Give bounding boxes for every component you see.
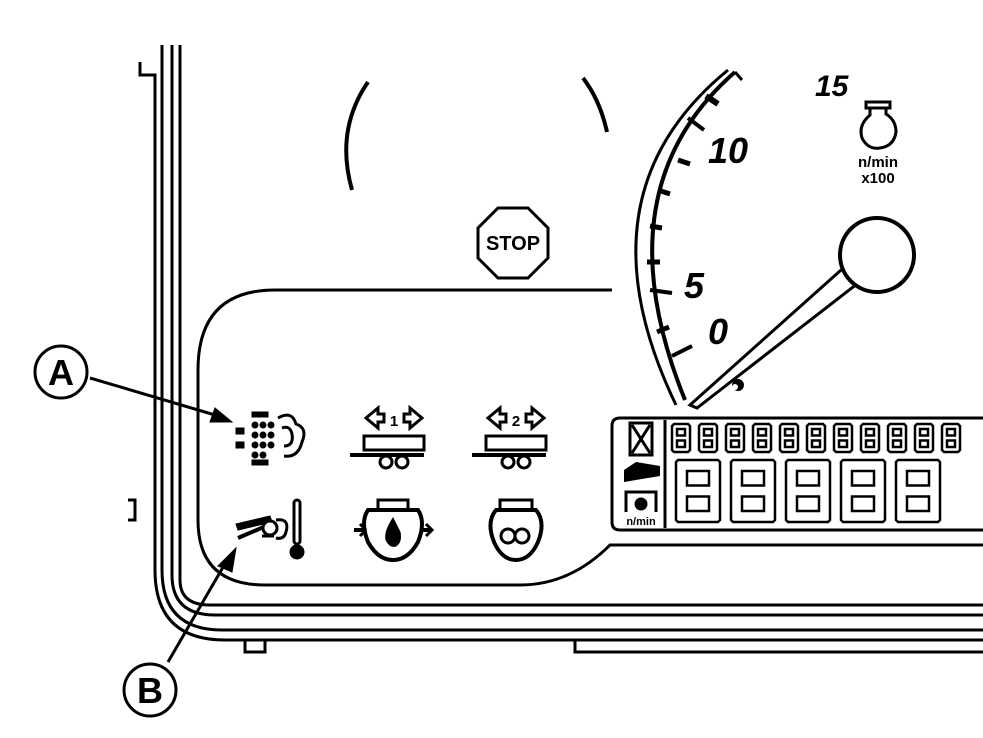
lcd-small-digit bbox=[805, 422, 827, 454]
lcd-small-digit bbox=[832, 422, 854, 454]
lcd-small-digit bbox=[913, 422, 935, 454]
lcd-large-digit-row bbox=[674, 458, 942, 524]
lcd-display: n/min bbox=[610, 416, 983, 532]
tachometer-labels: 15 10 5 0 bbox=[684, 70, 850, 352]
lcd-small-digit bbox=[940, 422, 962, 454]
lcd-small-digit bbox=[670, 422, 692, 454]
lcd-small-digit bbox=[697, 422, 719, 454]
lcd-large-digit bbox=[674, 458, 722, 524]
trailer-turn-signal-1-icon: 1 bbox=[350, 404, 426, 470]
hydraulic-oil-temperature-icon bbox=[235, 498, 305, 560]
lcd-small-digit bbox=[724, 422, 746, 454]
tachometer-scale bbox=[634, 68, 744, 406]
warning-panel-outline bbox=[196, 288, 983, 587]
upper-display-arcs bbox=[344, 76, 609, 191]
panel-bezel bbox=[128, 45, 983, 654]
callout-a-label: A bbox=[48, 352, 74, 393]
fuel-filter-icon bbox=[488, 498, 544, 563]
tick-label-10: 10 bbox=[708, 130, 748, 171]
lcd-small-digit-row bbox=[670, 422, 962, 454]
tick-label-5: 5 bbox=[684, 265, 705, 306]
trailer-turn-signal-2-icon: 2 bbox=[472, 404, 548, 470]
keycard-icon bbox=[624, 462, 660, 482]
lcd-small-digit bbox=[859, 422, 881, 454]
lcd-large-digit bbox=[894, 458, 942, 524]
tick-label-0: 0 bbox=[708, 311, 728, 352]
lcd-large-digit bbox=[729, 458, 777, 524]
lcd-large-digit bbox=[784, 458, 832, 524]
callout-b-label: B bbox=[137, 670, 163, 711]
engine-oil-pressure-icon bbox=[354, 498, 435, 563]
lcd-large-digit bbox=[839, 458, 887, 524]
tick-label-15: 15 bbox=[815, 70, 850, 103]
trailer-signal-2-label: 2 bbox=[512, 413, 520, 430]
callout-b: B bbox=[122, 662, 178, 718]
tachometer-needle bbox=[687, 216, 916, 410]
gauge-unit-line1: n/min bbox=[858, 154, 898, 171]
callout-leaders bbox=[89, 376, 237, 663]
lcd-small-digit bbox=[751, 422, 773, 454]
trailer-signal-1-label: 1 bbox=[390, 413, 398, 430]
hourglass-icon bbox=[628, 421, 654, 457]
lcd-small-digit bbox=[778, 422, 800, 454]
stop-lamp-label: STOP bbox=[486, 233, 540, 255]
stop-lamp-icon: STOP bbox=[476, 206, 550, 280]
lcd-small-digit bbox=[886, 422, 908, 454]
gauge-unit-line2: x100 bbox=[861, 170, 894, 187]
rpm-gear-icon bbox=[624, 490, 658, 512]
engine-oil-can-icon bbox=[859, 100, 898, 150]
engine-preheat-glow-plug-icon bbox=[235, 411, 306, 466]
callout-a: A bbox=[33, 344, 89, 400]
lcd-unit-label: n/min bbox=[626, 516, 656, 528]
